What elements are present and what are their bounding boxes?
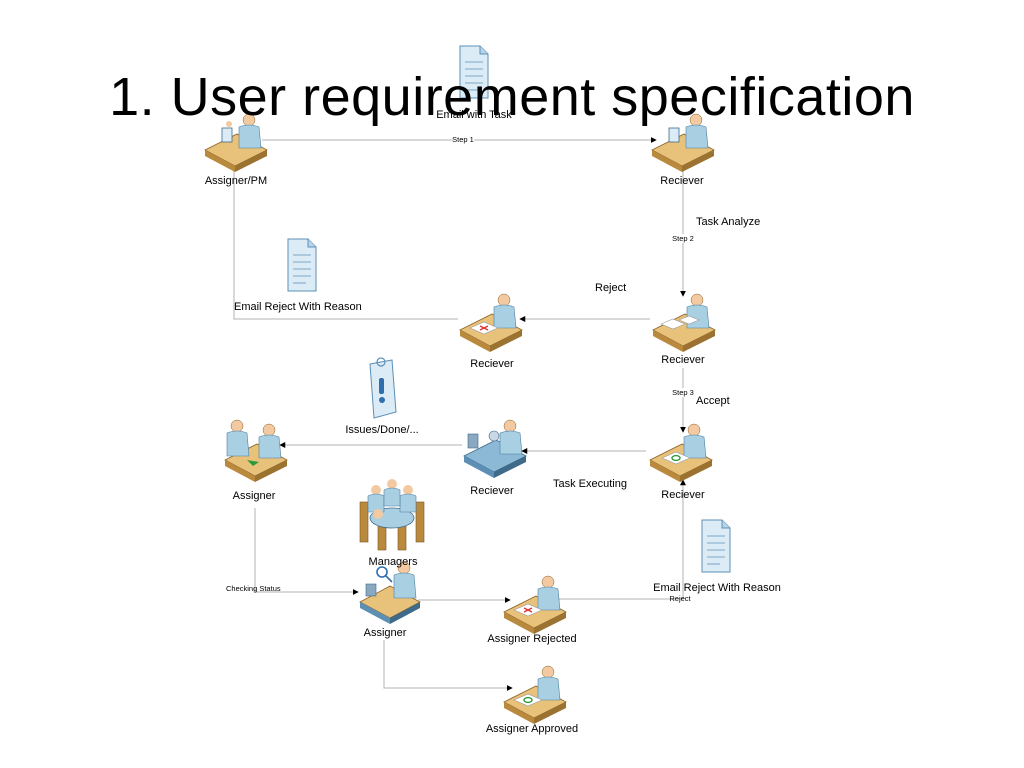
email-reject-doc-icon-1 — [287, 238, 317, 292]
managers-node — [359, 479, 425, 551]
assigner-rejected-node — [503, 575, 567, 635]
assigner-check-node — [359, 561, 421, 624]
reciever-analyze-node — [652, 293, 716, 353]
slide-title: 1. User requirement specification — [109, 67, 915, 127]
reject-label-2: Reject — [669, 594, 691, 603]
email-with-task-label: Email with Task — [436, 109, 512, 121]
assigner-pm-label: Assigner/PM — [204, 175, 268, 187]
reciever-executing-node — [463, 419, 527, 478]
reciever-reject-label: Reciever — [470, 358, 514, 370]
assigner-approved-node — [503, 665, 567, 725]
reciever-accept-node — [649, 423, 713, 483]
assigner-pm-node — [204, 113, 268, 173]
issues-done-label: Issues/Done/... — [345, 424, 419, 436]
managers-label: Managers — [368, 556, 418, 568]
email-reject-doc-icon-2 — [701, 519, 731, 573]
accept-label: Accept — [696, 395, 730, 407]
task-executing-label: Task Executing — [553, 478, 627, 490]
reciever-top-node — [651, 113, 715, 173]
reciever-reject-node — [459, 293, 523, 353]
assigner-meeting-label: Assigner — [232, 490, 276, 502]
reciever-accept-label: Reciever — [661, 489, 705, 501]
issues-clipboard-icon — [369, 357, 397, 419]
reject-label-1: Reject — [595, 282, 627, 294]
step-3-label: Step 3 — [672, 388, 694, 397]
reciever-analyze-label: Reciever — [661, 354, 705, 366]
step-2-label: Step 2 — [672, 234, 694, 243]
email-reject-return-line — [231, 151, 458, 320]
reject-return-line — [558, 479, 686, 600]
assigner-rejected-label: Assigner Rejected — [487, 633, 577, 645]
email-reject-label-2: Email Reject With Reason — [653, 582, 781, 594]
task-analyze-label: Task Analyze — [696, 216, 761, 228]
reciever-top-label: Reciever — [660, 175, 704, 187]
reciever-exec-label: Reciever — [470, 485, 514, 497]
assigner-check-label: Assigner — [363, 627, 407, 639]
connectors — [231, 137, 686, 691]
assigner-meeting-node — [224, 419, 288, 483]
checking-status-label: Checking Status — [226, 584, 281, 593]
assigner-approved-label: Assigner Approved — [485, 723, 579, 735]
approved-line — [383, 640, 513, 691]
step-1-label: Step 1 — [452, 135, 474, 144]
email-reject-label-1: Email Reject With Reason — [234, 301, 362, 313]
checking-status-line — [254, 508, 359, 595]
